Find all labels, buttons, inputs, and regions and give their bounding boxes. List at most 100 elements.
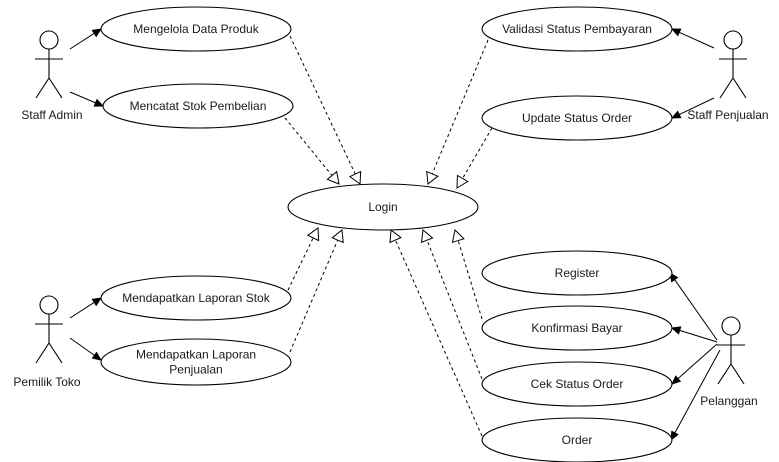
- dependency-arrowhead: [456, 174, 469, 189]
- actor-pemilik-toko: Pemilik Toko: [13, 295, 81, 389]
- association-staff-admin-to-mengelola-data-produk: [69, 28, 103, 50]
- use-case-mendapatkan-laporan-stok: Mendapatkan Laporan Stok: [100, 275, 292, 321]
- dependency-line: [284, 117, 333, 176]
- association-pemilik-toko-to-mendapatkan-laporan-stok: [69, 297, 103, 319]
- use-case-label: Mendapatkan Laporan Stok: [122, 291, 270, 305]
- dependency-arrowhead: [420, 229, 434, 244]
- use-case-ellipse: [481, 417, 673, 462]
- use-case-validasi-status-pembayaran: Validasi Status Pembayaran: [481, 6, 673, 52]
- use-case-ellipse: [287, 183, 479, 231]
- use-case-mencatat-stok-pembelian: Mencatat Stok Pembelian: [102, 83, 294, 129]
- actor-label: Pemilik Toko: [13, 375, 80, 389]
- association-staff-penjualan-to-update-status-order: [670, 97, 715, 119]
- use-case-mengelola-data-produk: Mengelola Data Produk: [100, 6, 292, 52]
- dependency-mencatat-stok-pembelian-to-login: [284, 117, 340, 185]
- actor-head: [723, 30, 743, 50]
- use-case-label: Mendapatkan Laporan: [136, 348, 256, 362]
- use-case-label: Konfirmasi Bayar: [531, 321, 622, 335]
- dependency-arrowhead: [389, 229, 402, 244]
- association-line: [674, 349, 721, 434]
- association-pelanggan-to-order: [670, 349, 721, 442]
- dependency-update-status-order-to-login: [456, 127, 493, 189]
- dependency-line: [287, 237, 314, 291]
- use-case-label: Order: [562, 433, 593, 447]
- use-case-label: Register: [555, 266, 600, 280]
- actor-pelanggan: Pelanggan: [700, 316, 758, 408]
- actor-right-leg: [730, 363, 745, 385]
- use-case-ellipse: [481, 250, 673, 296]
- use-case-label: Penjualan: [169, 363, 222, 377]
- dependency-konfirmasi-bayar-to-login: [451, 228, 483, 320]
- dependency-line: [426, 240, 483, 380]
- association-pemilik-toko-to-mendapatkan-laporan-penjualan: [69, 337, 103, 361]
- use-case-cek-status-order: Cek Status Order: [481, 361, 673, 407]
- dependency-mengelola-data-produk-to-login: [289, 35, 362, 185]
- association-line: [69, 91, 96, 104]
- dependency-mendapatkan-laporan-penjualan-to-login: [289, 229, 344, 353]
- actor-head: [721, 316, 741, 336]
- association-arrowhead: [670, 110, 682, 119]
- association-arrowhead: [91, 28, 103, 38]
- association-line: [679, 97, 715, 116]
- association-line: [679, 31, 715, 49]
- dependency-line: [289, 239, 339, 353]
- actor-head: [39, 295, 59, 315]
- actor-right-leg: [48, 342, 63, 364]
- use-case-ellipse: [481, 305, 673, 351]
- dependency-line: [457, 240, 483, 320]
- use-case-ellipse: [100, 6, 292, 52]
- use-case-login: Login: [287, 183, 479, 231]
- edges-layer: [69, 28, 721, 442]
- actor-left-leg: [717, 363, 732, 385]
- use-case-ellipse: [102, 83, 294, 129]
- dependency-arrowhead: [451, 228, 465, 244]
- association-arrowhead: [91, 297, 103, 307]
- use-case-label: Update Status Order: [522, 111, 632, 125]
- use-case-label: Mencatat Stok Pembelian: [130, 99, 267, 113]
- association-line: [69, 337, 95, 356]
- association-line: [69, 32, 95, 50]
- association-arrowhead: [93, 98, 105, 107]
- dependency-line: [431, 39, 489, 175]
- association-pelanggan-to-cek-status-order: [671, 343, 718, 385]
- association-line: [69, 301, 95, 319]
- actor-staff-admin: Staff Admin: [21, 30, 83, 122]
- dependency-arrowhead: [326, 170, 340, 185]
- dependency-validasi-status-pembayaran-to-login: [426, 39, 489, 185]
- dependency-arrowhead: [306, 227, 320, 242]
- association-line: [674, 279, 718, 341]
- association-line: [677, 343, 718, 380]
- dependency-line: [462, 127, 493, 179]
- actor-left-leg: [35, 342, 50, 364]
- actor-left-leg: [719, 77, 734, 99]
- use-case-konfirmasi-bayar: Konfirmasi Bayar: [481, 305, 673, 351]
- use-case-ellipse: [100, 275, 292, 321]
- dependency-cek-status-order-to-login: [420, 229, 483, 380]
- association-arrowhead: [670, 28, 682, 37]
- actor-staff-penjualan: Staff Penjualan: [687, 30, 769, 122]
- use-case-label: Validasi Status Pembayaran: [502, 22, 652, 36]
- actor-label: Staff Penjualan: [687, 108, 768, 122]
- association-arrowhead: [670, 326, 682, 335]
- use-case-register: Register: [481, 250, 673, 296]
- dependency-line: [289, 35, 356, 175]
- dependency-mendapatkan-laporan-stok-to-login: [287, 227, 320, 291]
- use-case-label: Cek Status Order: [531, 377, 624, 391]
- association-line: [679, 329, 718, 343]
- use-case-ellipse: [100, 338, 292, 386]
- actor-left-leg: [35, 77, 50, 99]
- use-case-label: Mengelola Data Produk: [133, 22, 259, 36]
- actor-right-leg: [48, 77, 63, 99]
- use-case-update-status-order: Update Status Order: [481, 95, 673, 141]
- association-pelanggan-to-konfirmasi-bayar: [670, 326, 718, 343]
- actor-head: [39, 30, 59, 50]
- use-case-ellipse: [481, 361, 673, 407]
- dependency-line: [394, 239, 483, 437]
- association-arrowhead: [91, 351, 103, 361]
- dependency-order-to-login: [389, 229, 483, 437]
- actor-label: Staff Admin: [21, 108, 82, 122]
